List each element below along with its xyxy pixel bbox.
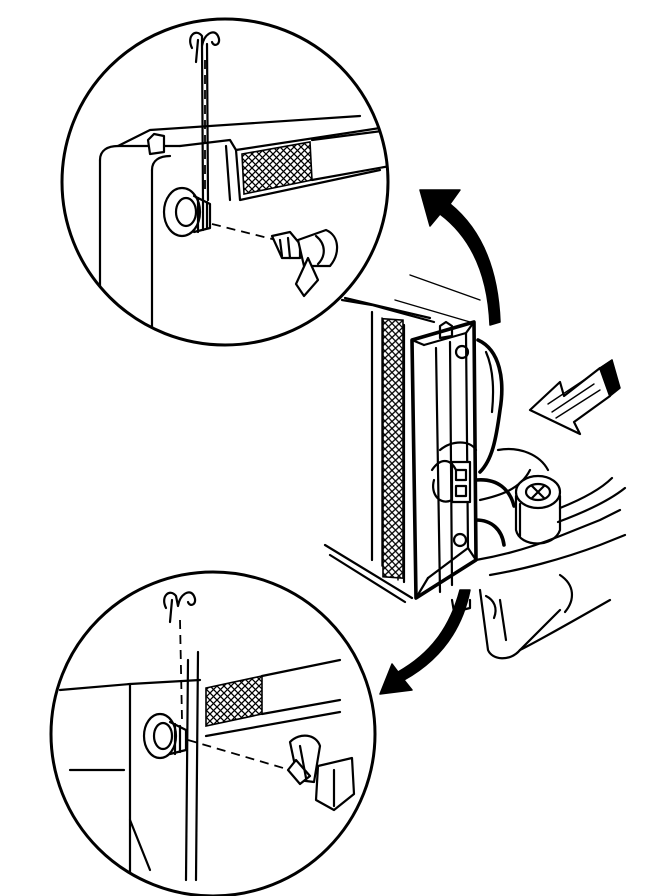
retaining-clip — [163, 591, 197, 721]
retaining-clip — [189, 31, 221, 202]
radiator-assembly — [323, 274, 627, 660]
direction-arrow-up — [419, 189, 501, 326]
upper-detail-magnifier — [60, 17, 390, 347]
direction-arrow-down — [379, 589, 471, 695]
lower-detail-magnifier — [49, 570, 377, 896]
drain-cock — [187, 734, 356, 812]
view-direction-arrow — [528, 359, 621, 436]
drain-cock — [211, 223, 339, 298]
